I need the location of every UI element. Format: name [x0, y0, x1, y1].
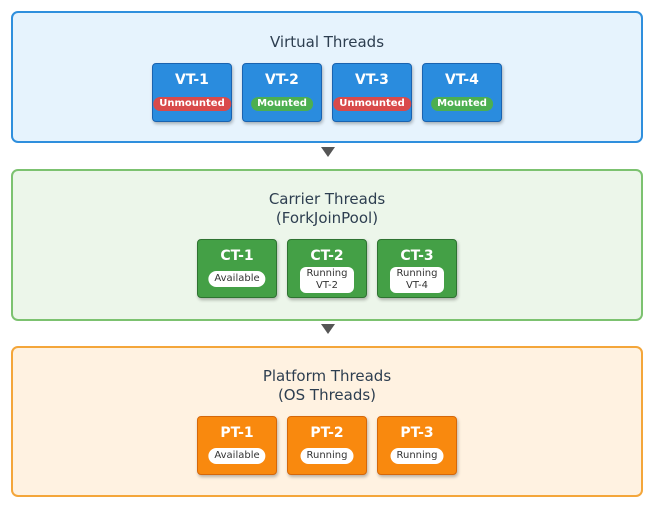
platform-threads-row: PT-1 Available PT-2 Running PT-3 Running [13, 416, 641, 475]
status-badge: Unmounted [153, 97, 231, 111]
thread-label: CT-1 [220, 248, 254, 264]
status-line: Running [306, 268, 348, 279]
virtual-threads-title: Virtual Threads [269, 33, 385, 51]
status-badge: Running [390, 448, 444, 464]
thread-label: VT-2 [265, 72, 299, 88]
platform-thread-pt-3: PT-3 Running [377, 416, 457, 475]
arrow-down-icon [321, 324, 335, 334]
arrow-down-icon [321, 147, 335, 157]
status-badge: Unmounted [333, 97, 411, 111]
status-badge: Running VT-2 [300, 267, 354, 293]
platform-thread-pt-1: PT-1 Available [197, 416, 277, 475]
status-line: VT-4 [405, 280, 428, 291]
thread-label: CT-3 [400, 248, 434, 264]
thread-label: PT-3 [400, 425, 434, 441]
status-badge: Available [208, 271, 266, 287]
virtual-thread-vt-4: VT-4 Mounted [422, 63, 502, 122]
platform-thread-pt-2: PT-2 Running [287, 416, 367, 475]
status-badge: Running [300, 448, 354, 464]
carrier-threads-title: Carrier Threads [268, 190, 386, 208]
carrier-thread-ct-3: CT-3 Running VT-4 [377, 239, 457, 298]
thread-label: CT-2 [310, 248, 344, 264]
carrier-thread-ct-1: CT-1 Available [197, 239, 277, 298]
virtual-threads-row: VT-1 Unmounted VT-2 Mounted VT-3 Unmount… [13, 63, 641, 122]
carrier-threads-subtitle: (ForkJoinPool) [275, 209, 379, 227]
platform-threads-subtitle: (OS Threads) [277, 386, 377, 404]
platform-threads-panel: Platform Threads (OS Threads) PT-1 Avail… [11, 346, 643, 497]
carrier-threads-row: CT-1 Available CT-2 Running VT-2 CT-3 Ru… [13, 239, 641, 298]
virtual-threads-panel: Virtual Threads VT-1 Unmounted VT-2 Moun… [11, 11, 643, 143]
thread-label: VT-1 [175, 72, 209, 88]
carrier-thread-ct-2: CT-2 Running VT-2 [287, 239, 367, 298]
thread-label: PT-2 [310, 425, 344, 441]
thread-label: PT-1 [220, 425, 254, 441]
platform-threads-title: Platform Threads [262, 367, 392, 385]
status-badge: Available [208, 448, 266, 464]
status-badge: Running VT-4 [390, 267, 444, 293]
status-badge: Mounted [431, 97, 493, 111]
status-line: Running [396, 268, 438, 279]
virtual-thread-vt-3: VT-3 Unmounted [332, 63, 412, 122]
thread-label: VT-4 [445, 72, 479, 88]
virtual-thread-vt-2: VT-2 Mounted [242, 63, 322, 122]
virtual-thread-vt-1: VT-1 Unmounted [152, 63, 232, 122]
status-badge: Mounted [251, 97, 313, 111]
thread-label: VT-3 [355, 72, 389, 88]
status-line: VT-2 [315, 280, 338, 291]
carrier-threads-panel: Carrier Threads (ForkJoinPool) CT-1 Avai… [11, 169, 643, 321]
